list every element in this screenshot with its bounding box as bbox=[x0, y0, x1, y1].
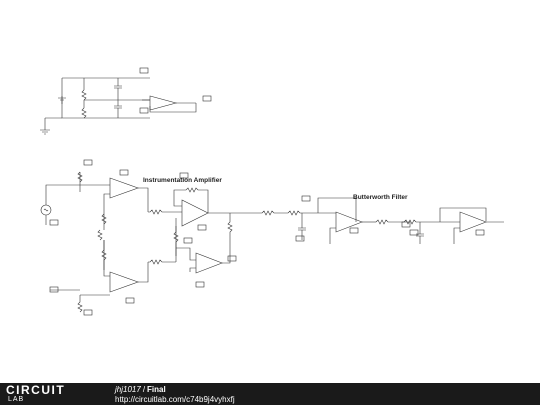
power-supply-circuit bbox=[40, 67, 212, 135]
logo-text-top: CIRCUIT bbox=[6, 383, 66, 397]
butterworth-filter-stage-2 bbox=[375, 207, 504, 244]
input-source bbox=[40, 159, 110, 316]
circuit-url[interactable]: http://circuitlab.com/c74b9j4vyhxfj bbox=[115, 395, 235, 404]
footer-bar: CIRCUIT LAB jhj1017/Final http://circuit… bbox=[0, 383, 540, 405]
instrumentation-amplifier-label: Instrumentation Amplifier bbox=[143, 177, 222, 184]
schematic-canvas: Instrumentation Amplifier Butterworth Fi… bbox=[40, 67, 504, 316]
butterworth-filter-label: Butterworth Filter bbox=[353, 194, 408, 201]
author-name[interactable]: jhj1017 bbox=[115, 385, 141, 394]
logo-text-bottom: LAB bbox=[8, 396, 25, 403]
byline-separator: / bbox=[142, 385, 146, 394]
circuitlab-logo: CIRCUIT LAB bbox=[6, 384, 94, 404]
butterworth-filter-stage-1 bbox=[261, 195, 376, 244]
circuit-byline: jhj1017/Final bbox=[115, 385, 166, 394]
circuit-title: Final bbox=[147, 385, 166, 394]
instrumentation-amplifier bbox=[97, 169, 262, 304]
